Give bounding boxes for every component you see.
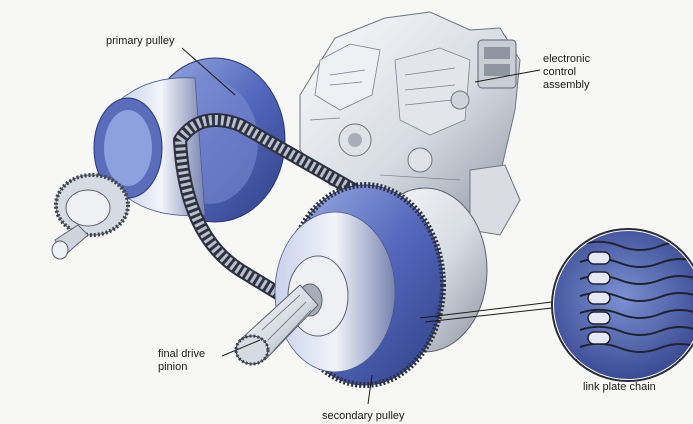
label-electronic-control-assembly: electronic control assembly [543, 53, 590, 92]
final-drive-pinion [234, 284, 319, 366]
label-assembly-line: assembly [543, 79, 590, 91]
leader-chain-2 [424, 307, 553, 323]
label-final-drive-line: final drive [158, 348, 206, 360]
leader-primary-pulley [181, 47, 236, 96]
secondary-pulley [274, 182, 488, 388]
label-primary-pulley-text: primary pulley [106, 35, 175, 47]
label-primary-pulley: primary pulley [106, 35, 174, 48]
link-plate-chain-inset [551, 228, 693, 382]
leader-electronic-control [474, 69, 541, 83]
electronic-control-assembly [299, 11, 521, 236]
label-link-plate-chain-text: link plate chain [583, 381, 656, 393]
leader-chain-1 [419, 301, 553, 319]
label-secondary-pulley-text: secondary pulley [322, 410, 405, 422]
label-link-plate-chain: link plate chain [583, 381, 656, 394]
leader-lines [181, 47, 553, 405]
leader-secondary-pulley [367, 374, 373, 405]
label-control-line: control [543, 66, 577, 78]
label-electronic-line: electronic [543, 53, 591, 65]
label-secondary-pulley: secondary pulley [322, 410, 405, 423]
input-gear [51, 173, 130, 260]
label-pinion-line: pinion [158, 361, 188, 373]
leader-final-drive [221, 339, 261, 357]
label-final-drive-pinion: final drive pinion [158, 348, 205, 374]
